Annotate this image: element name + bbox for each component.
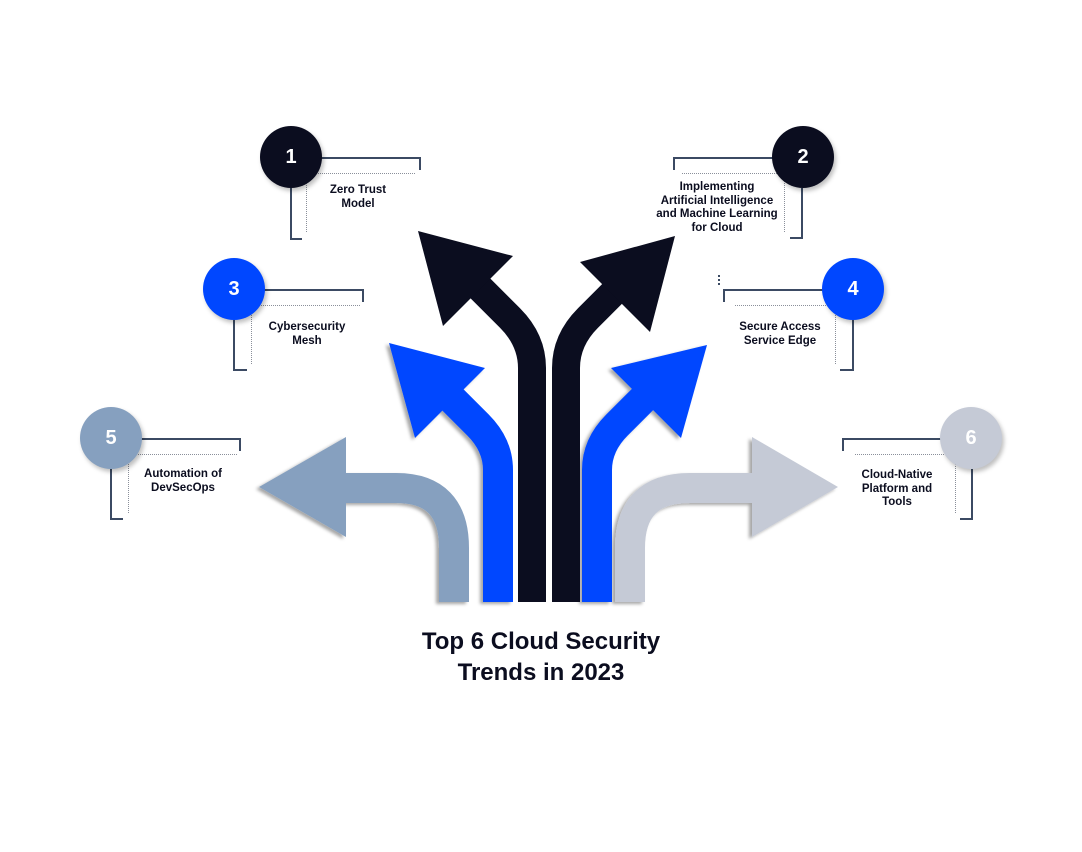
trend-1-bracket-top [292,157,421,170]
arrow-right-gray [615,437,838,602]
arrow-up-right-navy [552,236,675,602]
trend-2-number: 2 [797,145,809,168]
trend-1-number: 1 [285,145,297,168]
trend-3-dotted-guide [251,305,360,364]
trend-5-number-badge: 5 [80,407,142,469]
trend-5-bracket-top [112,438,241,451]
trend-3-bracket-left [233,320,247,371]
title-line-2: Trends in 2023 [457,659,625,686]
trend-1-number-badge: 1 [260,126,322,188]
arrow-up-left-blue [389,343,513,602]
trend-4-dotted-mark [718,275,720,285]
trend-6-bracket-right [960,469,973,520]
trend-4-dotted-guide [735,305,836,364]
trend-5-number: 5 [105,426,117,449]
trend-4-number-badge: 4 [822,258,884,320]
trend-2-bracket-right [790,188,803,239]
trend-6-dotted-guide [855,454,956,513]
page-title: Top 6 Cloud Security Trends in 2023 [341,626,741,688]
trend-3-bracket-top [235,289,364,302]
title-line-1: Top 6 Cloud Security [421,628,661,655]
trend-2-number-badge: 2 [772,126,834,188]
trend-1-bracket-left [290,188,302,240]
trend-3-number-badge: 3 [203,258,265,320]
trend-1-dotted-guide [306,173,415,232]
arrow-up-right-blue [582,345,707,602]
arrow-left-slate [259,437,469,602]
arrow-up-left-navy [418,231,546,602]
trend-3-number: 3 [228,277,240,300]
trend-4-bracket-right [840,320,854,371]
trend-4-number: 4 [847,277,859,300]
trend-6-number-badge: 6 [940,407,1002,469]
trend-2-dotted-guide [682,173,785,232]
trend-6-bracket-top [842,438,944,451]
trend-5-dotted-guide [128,454,237,513]
trend-6-number: 6 [965,426,977,449]
trend-5-bracket-left [110,469,123,520]
trend-2-bracket-top [673,157,775,170]
trend-4-bracket-top [723,289,825,302]
